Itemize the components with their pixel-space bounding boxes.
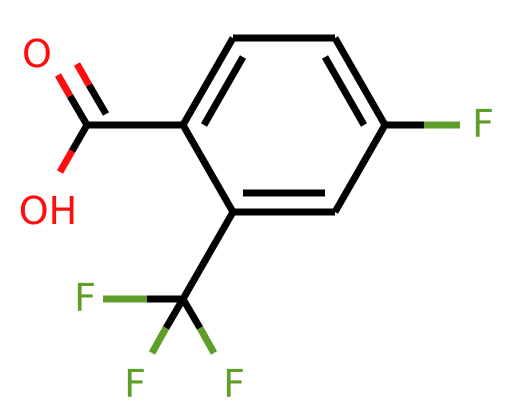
atom-label-carbonyl-oxygen: O: [22, 32, 52, 76]
bond-hydroxyl-red: [56, 149, 76, 174]
ring-bond-c1-c2: [179, 36, 237, 127]
trifluoromethyl-group: [103, 210, 237, 355]
ring-inner-bond-top-left: [200, 55, 247, 127]
benzene-ring: [179, 34, 389, 216]
bond-hydroxyl-black: [68, 123, 91, 153]
bond-c6-cf3-carbon: [179, 210, 237, 301]
ring-bond-c3-c4: [331, 36, 389, 127]
bond-carbonyl-a-black: [66, 94, 91, 127]
bond-carbonyl-b-black: [85, 83, 110, 116]
atom-label-hydroxyl: OH: [19, 189, 77, 233]
atom-label-para-fluorine: F: [472, 102, 494, 146]
bond-cf3-bottom-left-green: [148, 326, 170, 355]
bond-cf3-bottom-right-green: [196, 326, 218, 355]
carboxylic-acid-group: [54, 62, 183, 174]
bond-cf3-bottom-right-black: [179, 297, 204, 330]
bond-carbonyl-b-red: [73, 62, 93, 87]
atom-label-cf3-fluorine-left: F: [74, 276, 96, 320]
atom-label-cf3-fluorine-bottom-left: F: [124, 362, 146, 406]
bond-cf3-bottom-left-black: [162, 297, 187, 330]
atom-label-cf3-fluorine-bottom-right: F: [223, 362, 245, 406]
ring-bond-c4-c5: [331, 123, 389, 214]
ring-inner-bond-top-right: [321, 55, 368, 127]
ring-bond-c6-c1: [179, 123, 237, 214]
atom-labels: O OH F F F F: [19, 32, 494, 406]
bond-carbonyl-a-red: [54, 73, 74, 98]
